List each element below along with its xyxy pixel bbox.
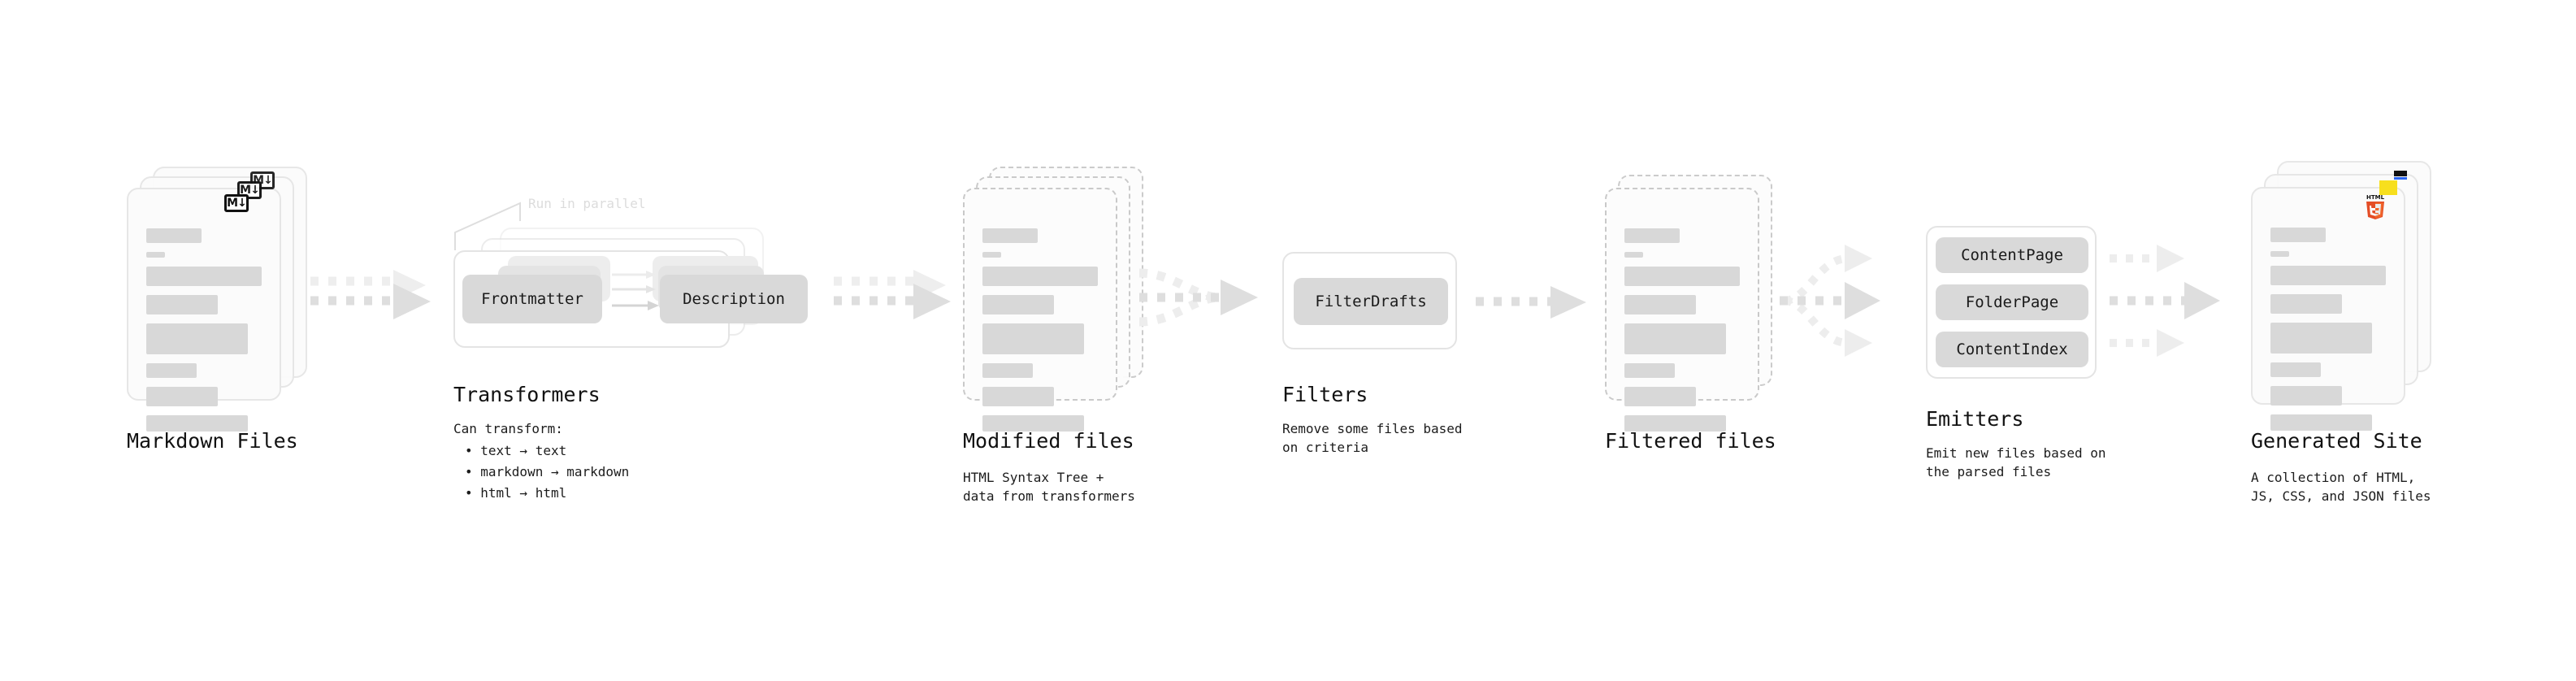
skeleton-bar — [146, 267, 262, 286]
arrow-filters-to-filtered-files — [1472, 286, 1594, 323]
modified-file-skeleton — [982, 228, 1098, 440]
filters-title: Filters — [1282, 383, 1368, 406]
emitter-chip-contentindex[interactable]: ContentIndex — [1936, 332, 2088, 367]
arrow-modified-files-to-filters — [1136, 262, 1274, 335]
skeleton-bar — [2270, 323, 2372, 354]
markdown-icon: M↓ — [224, 194, 249, 212]
modified-files-subtitle: HTML Syntax Tree + data from transformer… — [963, 470, 1135, 505]
skeleton-bar — [2270, 228, 2327, 242]
filtered-file-card-front — [1605, 188, 1759, 432]
generated-site-stack: HTML — [2251, 161, 2438, 431]
transformers-bullet-1: • markdown → markdown — [465, 464, 630, 479]
filtered-files-stack — [1605, 167, 1792, 432]
generated-site-card-front — [2251, 187, 2405, 431]
skeleton-bar — [1624, 323, 1726, 354]
skeleton-bar — [2270, 294, 2343, 314]
transformers-subtitle: Can transform: — [453, 421, 563, 436]
skeleton-bar — [146, 415, 248, 432]
emitter-chip-folderpage[interactable]: FolderPage — [1936, 284, 2088, 320]
markdown-file-card-front — [127, 188, 281, 432]
arrow-markdown-to-transformers — [307, 268, 437, 325]
skeleton-bar — [146, 252, 165, 258]
arrow-right-icon — [1476, 286, 1586, 319]
skeleton-bar — [1624, 252, 1643, 258]
javascript-icon — [2379, 180, 2397, 195]
emitter-chip-contentpage[interactable]: ContentPage — [1936, 237, 2088, 273]
skeleton-bar — [982, 228, 1039, 243]
skeleton-bar — [982, 295, 1055, 314]
transformers-bullet-0: • text → text — [465, 443, 567, 458]
skeleton-bar — [982, 363, 1034, 378]
skeleton-bar — [146, 228, 202, 243]
generated-site-subtitle: A collection of HTML, JS, CSS, and JSON … — [2251, 470, 2431, 505]
skeleton-bar — [982, 252, 1001, 258]
skeleton-bar — [2270, 362, 2322, 377]
skeleton-bar — [146, 387, 219, 406]
skeleton-bar — [982, 323, 1084, 354]
skeleton-bar — [2270, 251, 2289, 257]
arrow-transformers-to-modified-files — [830, 268, 961, 325]
skeleton-bar — [1624, 267, 1740, 286]
skeleton-bar — [2270, 386, 2343, 406]
markdown-files-stack: M↓ M↓ M↓ — [127, 167, 314, 432]
generated-site-skeleton — [2270, 228, 2386, 440]
modified-files-stack — [963, 167, 1150, 432]
modified-file-card-front — [963, 188, 1117, 432]
transformer-chip-frontmatter[interactable]: Frontmatter — [462, 275, 602, 323]
skeleton-bar — [1624, 387, 1697, 406]
markdown-file-skeleton — [146, 228, 262, 440]
arrow-right-icon — [834, 270, 951, 319]
arrow-frontmatter-to-description — [612, 270, 666, 322]
arrow-right-icon — [1780, 245, 1880, 357]
arrow-emitters-to-generated-site — [2110, 241, 2256, 362]
skeleton-bar — [982, 387, 1055, 406]
skeleton-bar — [146, 323, 248, 354]
emitters-subtitle: Emit new files based on the parsed files — [1926, 445, 2106, 480]
transformers-title: Transformers — [453, 383, 601, 406]
arrow-right-icon — [1138, 268, 1258, 327]
transformer-chip-description[interactable]: Description — [660, 275, 808, 323]
transformers-bullet-2: • html → html — [465, 485, 567, 501]
arrow-right-icon — [2110, 245, 2220, 357]
skeleton-bar — [1624, 363, 1676, 378]
skeleton-bar — [1624, 228, 1680, 243]
skeleton-bar — [2270, 266, 2386, 285]
html5-icon: HTML — [2365, 193, 2386, 219]
skeleton-bar — [982, 267, 1098, 286]
skeleton-bar — [1624, 415, 1726, 432]
filtered-file-skeleton — [1624, 228, 1740, 440]
generated-site-title: Generated Site — [2251, 429, 2422, 453]
skeleton-bar — [146, 363, 197, 378]
filtered-files-title: Filtered files — [1605, 429, 1776, 453]
arrow-right-icon — [310, 270, 431, 319]
markdown-files-title: Markdown Files — [127, 429, 298, 453]
css3-icon — [2394, 167, 2407, 180]
skeleton-bar — [982, 415, 1084, 432]
run-in-parallel-bracket — [452, 195, 541, 252]
emitters-title: Emitters — [1926, 407, 2024, 431]
skeleton-bar — [1624, 295, 1697, 314]
arrow-right-icon — [612, 271, 659, 310]
modified-files-title: Modified files — [963, 429, 1134, 453]
filter-chip-filterdrafts[interactable]: FilterDrafts — [1294, 278, 1448, 325]
svg-text:HTML: HTML — [2366, 194, 2385, 201]
run-in-parallel-label: Run in parallel — [528, 196, 646, 211]
skeleton-bar — [146, 295, 219, 314]
arrow-filtered-files-to-emitters — [1780, 241, 1926, 362]
filters-subtitle: Remove some files based on criteria — [1282, 421, 1463, 456]
skeleton-bar — [2270, 414, 2372, 431]
